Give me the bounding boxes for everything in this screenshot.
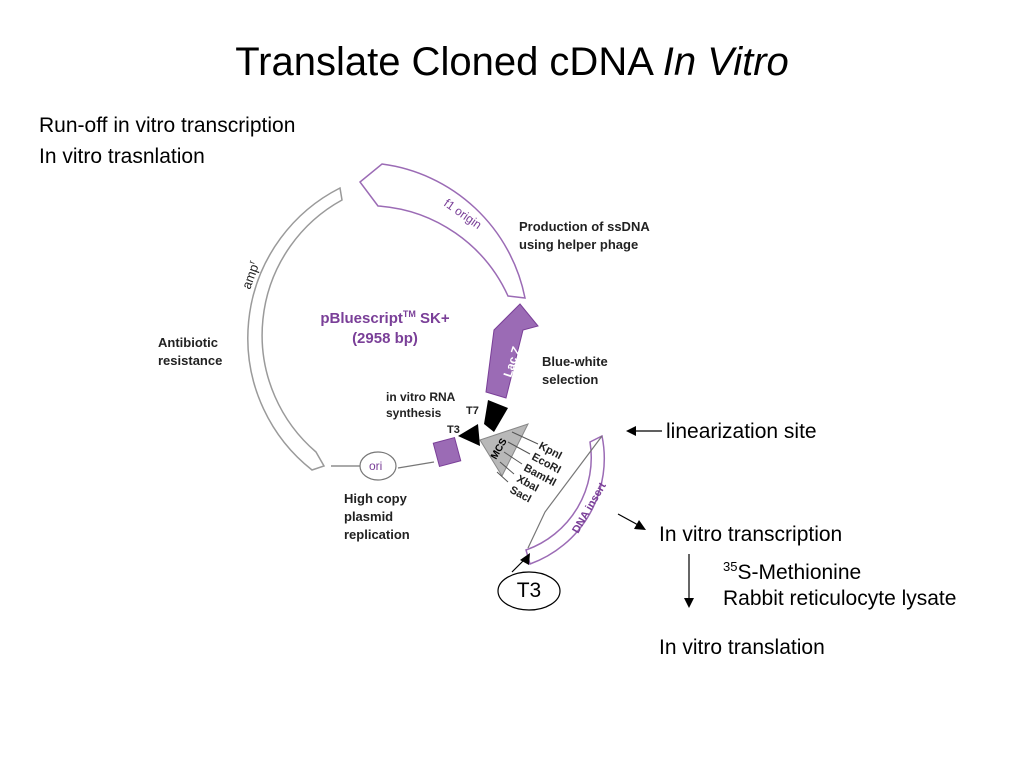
methionine-label: 35S-Methionine (723, 555, 861, 585)
linearization-arrow (626, 426, 662, 436)
rna-line-1: in vitro RNA (386, 390, 456, 404)
lacz-arrow (485, 303, 539, 399)
t3-pointer-arrow (511, 553, 530, 573)
intro-text: Run-off in vitro transcription In vitro … (39, 110, 295, 172)
workflow-down-arrow (684, 554, 694, 608)
title-main: Translate Cloned cDNA (235, 40, 663, 84)
f1-origin-arrow (358, 163, 526, 299)
ssdna-line-2: using helper phage (519, 237, 639, 252)
title-italic: In Vitro (662, 40, 789, 84)
transcription-label: In vitro transcription (659, 523, 843, 546)
lysate-label: Rabbit reticulocyte lysate (723, 587, 957, 610)
t3-label: T3 (447, 424, 460, 436)
highcopy-annotation: High copy plasmid replication (344, 490, 410, 544)
t3-promoter-arrow (458, 424, 480, 446)
antibiotic-line-1: Antibiotic (158, 335, 218, 350)
restriction-sites: KpnI EcoRI BamHI XbaI SacI (508, 440, 564, 505)
ori-circle (359, 451, 397, 481)
translation-label: In vitro translation (659, 636, 825, 659)
insert-connector (527, 435, 603, 549)
methionine-text: S-Methionine (737, 561, 862, 584)
plasmid-size: (2958 bp) (352, 330, 418, 347)
plasmid-name: pBluescriptTM SK+ (300, 304, 470, 329)
rna-annotation: in vitro RNA synthesis (386, 389, 455, 421)
plasmid-name-text: pBluescript (320, 310, 403, 327)
intro-line-1: Run-off in vitro transcription (39, 114, 296, 137)
mcs-triangle (479, 423, 529, 478)
ssdna-line-1: Production of ssDNA (519, 219, 650, 234)
highcopy-line-1: High copy (344, 491, 407, 506)
linearization-label: linearization site (666, 420, 817, 443)
intro-line-2: In vitro trasnlation (39, 145, 205, 168)
amp-resistance-arrow (247, 186, 343, 471)
plasmid-backbone-right (397, 461, 435, 469)
highcopy-line-2: plasmid (344, 509, 394, 524)
slide-title: Translate Cloned cDNA In Vitro (0, 38, 1024, 86)
t7-promoter-arrow (484, 400, 508, 432)
dna-insert-arc (525, 434, 606, 565)
antibiotic-line-2: resistance (158, 353, 223, 368)
amp-label-sup: r (246, 259, 256, 265)
t3-bubble (497, 571, 561, 611)
methionine-sup: 35 (723, 559, 738, 574)
restriction-site-ticks (496, 431, 539, 483)
ssdna-annotation: Production of ssDNA using helper phage (519, 218, 650, 254)
bluewhite-line-1: Blue-white (542, 354, 608, 369)
plasmid-name-tm: TM (402, 309, 416, 319)
t3-bubble-label: T3 (516, 579, 542, 602)
plasmid-name-block: pBluescriptTM SK+ (2958 bp) (300, 304, 470, 349)
rna-line-2: synthesis (386, 406, 442, 420)
antibiotic-annotation: Antibiotic resistance (158, 334, 222, 370)
plasmid-name-suffix: SK+ (415, 310, 450, 327)
bluewhite-line-2: selection (542, 372, 599, 387)
highcopy-line-3: replication (344, 527, 410, 542)
ori-label: ori (369, 459, 382, 473)
transcription-pointer-arrow (617, 513, 646, 530)
bluewhite-annotation: Blue-white selection (542, 353, 608, 389)
t3-promoter-box (432, 436, 462, 468)
t7-label: T7 (466, 405, 479, 417)
